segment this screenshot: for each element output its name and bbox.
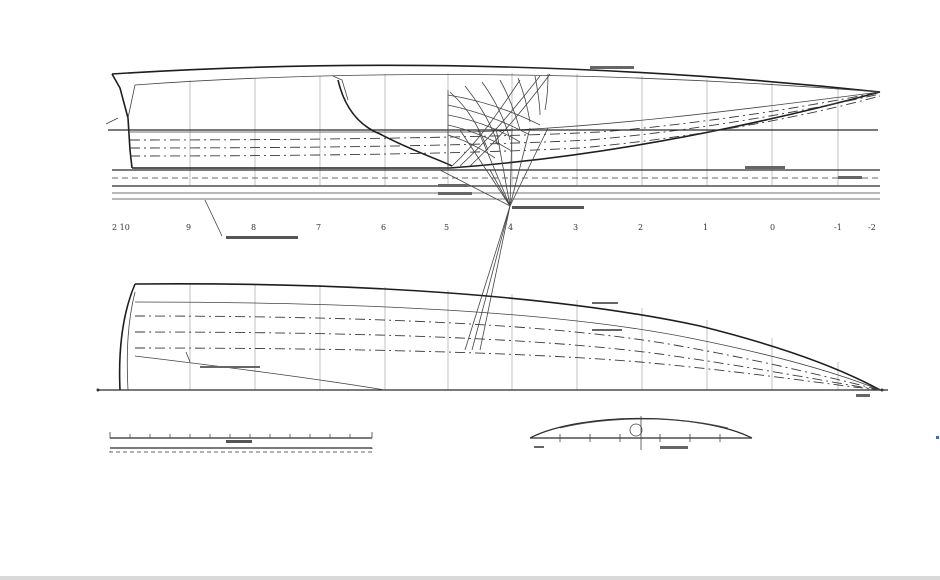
annotation-text-block-10 xyxy=(592,329,622,331)
waterline-3 xyxy=(134,347,881,391)
transom-plan xyxy=(118,283,136,391)
station-number: 2 xyxy=(638,223,643,232)
transom xyxy=(111,73,133,169)
station-number: 0 xyxy=(770,223,775,232)
arc-center-circle xyxy=(629,423,643,437)
diagonal-tick xyxy=(185,351,191,363)
chine-plan xyxy=(134,301,881,391)
station-number: 1 xyxy=(703,223,708,232)
annotation-text-block-8 xyxy=(200,366,260,368)
edge-marker xyxy=(936,436,939,439)
station-number: 2 10 xyxy=(112,223,130,232)
leader-line xyxy=(204,199,223,237)
station-number: 6 xyxy=(381,223,386,232)
station-number: 9 xyxy=(186,223,191,232)
annotation-text-block-6 xyxy=(745,166,785,169)
window-bottom-edge xyxy=(0,576,940,580)
half-breadth-view xyxy=(96,283,888,397)
sheer-line xyxy=(111,64,881,93)
station-fan-lines xyxy=(439,127,549,351)
hatch-edge xyxy=(332,75,349,101)
station-number: 8 xyxy=(251,223,256,232)
keel-line xyxy=(132,91,881,169)
arc-curve xyxy=(529,417,753,439)
annotation-text-block-2 xyxy=(512,206,584,209)
deck-camber-arc xyxy=(529,416,753,450)
diagonal-section-hatching xyxy=(447,73,551,168)
annotation-text-block xyxy=(226,236,298,239)
buttock-2 xyxy=(129,93,881,149)
arc-label-block-2 xyxy=(534,446,544,448)
sheer-line-inner xyxy=(134,74,881,93)
stern-point xyxy=(96,388,100,392)
buttock-1 xyxy=(129,91,881,141)
annotation-text-block-5 xyxy=(590,66,634,69)
scale-bars xyxy=(109,432,373,453)
arc-inner-curve xyxy=(559,418,729,429)
waterline-2 xyxy=(134,331,881,391)
chine-line xyxy=(130,91,881,133)
annotation-text-block-11 xyxy=(856,394,870,397)
scale-bar-label-block xyxy=(226,440,252,443)
annotation-text-block-3 xyxy=(438,184,468,187)
scale-bar-ticks xyxy=(109,432,373,438)
diagonal-plan xyxy=(134,355,386,391)
bow-point xyxy=(880,388,884,392)
profile-view xyxy=(105,64,881,351)
station-numbers: 2 10 9 8 7 6 5 4 3 2 1 0 -1 -2 xyxy=(112,223,876,232)
arc-ticks xyxy=(559,434,721,442)
annotation-text-block-4 xyxy=(438,192,472,195)
plan-station-lines xyxy=(189,284,839,390)
station-number: -2 xyxy=(868,223,876,232)
station-number: 5 xyxy=(444,223,449,232)
buttock-3 xyxy=(129,95,881,157)
station-number: 7 xyxy=(316,223,321,232)
station-number: -1 xyxy=(834,223,842,232)
transom-plan-inner xyxy=(126,291,136,391)
deck-edge-line xyxy=(134,283,881,391)
station-number: 3 xyxy=(573,223,578,232)
waterline-1 xyxy=(134,315,881,391)
station-number: 4 xyxy=(508,223,513,232)
transom-inner xyxy=(127,84,136,119)
annotation-text-block-9 xyxy=(592,302,618,304)
stern-tick xyxy=(105,117,119,125)
annotation-text-block-7 xyxy=(838,176,862,179)
arc-label-block xyxy=(660,446,688,449)
hatch-curve xyxy=(337,79,453,167)
